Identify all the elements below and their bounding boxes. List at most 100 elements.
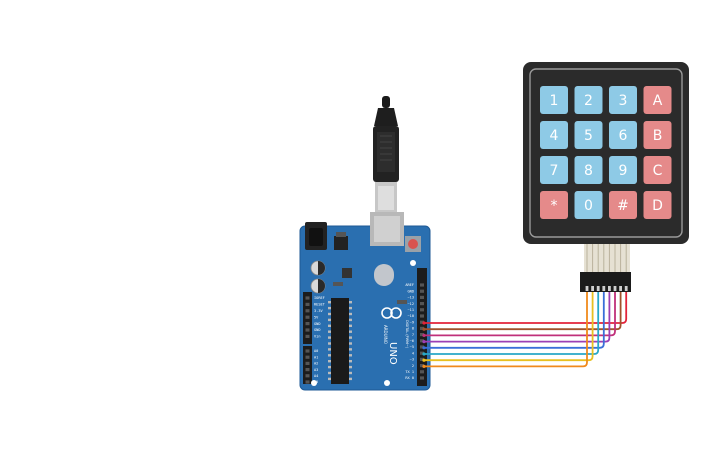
- digital-pin[interactable]: [420, 376, 424, 380]
- digital-pin-label: ~5: [410, 345, 414, 349]
- digital-pin-label: TX 1: [405, 370, 414, 374]
- digital-pin[interactable]: [420, 283, 424, 287]
- analog-pin-label: A2: [314, 362, 318, 366]
- digital-pin[interactable]: [420, 289, 424, 293]
- power-pin[interactable]: [305, 328, 310, 332]
- connector-pin[interactable]: [591, 286, 594, 291]
- digital-pin[interactable]: [420, 333, 424, 337]
- wire[interactable]: [423, 290, 616, 337]
- wire[interactable]: [423, 290, 600, 355]
- digital-pin-label: 2: [412, 364, 414, 368]
- digital-pin[interactable]: [420, 364, 424, 368]
- digital-pin-label: AREF: [405, 283, 414, 287]
- analog-pin[interactable]: [305, 349, 310, 353]
- digital-pin-label: ~6: [410, 339, 414, 343]
- digital-pin[interactable]: [420, 345, 424, 349]
- digital-pin[interactable]: [420, 339, 424, 343]
- arduino-uno-board[interactable]: ARDUINO UNO DIGITAL (PWM~) AREFGND~13~12…: [299, 212, 431, 391]
- power-pin-label: IOREF: [314, 296, 325, 300]
- digital-pin[interactable]: [420, 351, 424, 355]
- key-label: 6: [619, 128, 628, 144]
- analog-pin[interactable]: [305, 374, 310, 378]
- analog-pin-label: A4: [314, 374, 318, 378]
- key-4[interactable]: 4: [540, 121, 568, 149]
- crystal: [374, 264, 394, 286]
- key-label: #: [617, 198, 629, 214]
- key-B[interactable]: B: [643, 121, 672, 149]
- key-label: A: [653, 93, 663, 109]
- power-pin-label: GND: [314, 322, 321, 326]
- jumper-wires[interactable]: [422, 290, 628, 368]
- key-C[interactable]: C: [643, 156, 672, 184]
- keypad-ribbon: [584, 244, 630, 272]
- digital-pin-label: GND: [408, 289, 415, 293]
- microcontroller-chip: [331, 298, 349, 384]
- digital-pin-label: ~12: [408, 302, 415, 306]
- usb-cable[interactable]: [373, 96, 399, 212]
- power-pin[interactable]: [305, 322, 310, 326]
- key-label: 7: [550, 163, 559, 179]
- key-label: B: [653, 128, 663, 144]
- power-pin-label: 5V: [314, 315, 319, 319]
- analog-pin[interactable]: [305, 380, 310, 384]
- key-3[interactable]: 3: [609, 86, 637, 114]
- wire[interactable]: [423, 290, 611, 343]
- wire[interactable]: [423, 290, 622, 331]
- wire-end: [422, 364, 426, 368]
- connector-pin[interactable]: [608, 286, 611, 291]
- digital-pin[interactable]: [420, 295, 424, 299]
- wire[interactable]: [423, 290, 594, 362]
- power-pin-label: RESET: [314, 303, 326, 307]
- digital-pin-label: ~11: [408, 308, 415, 312]
- digital-pin-label: 7: [412, 333, 414, 337]
- brand-label: ARDUINO: [383, 325, 388, 344]
- key-D[interactable]: D: [643, 191, 672, 219]
- key-7[interactable]: 7: [540, 156, 568, 184]
- key-9[interactable]: 9: [609, 156, 637, 184]
- key-2[interactable]: 2: [574, 86, 603, 114]
- digital-pin-label: RX 0: [405, 376, 414, 380]
- wire[interactable]: [423, 290, 588, 368]
- connector-pin[interactable]: [624, 286, 628, 291]
- key-A[interactable]: A: [643, 86, 672, 114]
- digital-pin[interactable]: [420, 302, 424, 306]
- digital-pin[interactable]: [420, 326, 424, 330]
- digital-pin-label: 8: [412, 327, 414, 331]
- wire-end: [422, 346, 426, 350]
- connector-pin[interactable]: [619, 286, 622, 291]
- digital-pin[interactable]: [420, 320, 424, 324]
- power-pin[interactable]: [305, 334, 310, 338]
- wire[interactable]: [423, 290, 605, 349]
- analog-pin[interactable]: [305, 361, 310, 365]
- digital-pin[interactable]: [420, 370, 424, 374]
- digital-label: DIGITAL (PWM~): [405, 320, 409, 349]
- power-pin[interactable]: [305, 315, 310, 319]
- power-pin-label: 3.3V: [314, 309, 323, 313]
- connector-pin[interactable]: [613, 286, 617, 291]
- power-pin-label: Vin: [314, 335, 321, 339]
- connector-pin[interactable]: [602, 286, 606, 291]
- power-pin[interactable]: [305, 296, 310, 300]
- power-pin[interactable]: [305, 309, 310, 313]
- analog-pin[interactable]: [305, 355, 310, 359]
- digital-pin[interactable]: [420, 314, 424, 318]
- key-1[interactable]: 1: [540, 86, 568, 114]
- model-label: UNO: [387, 342, 398, 365]
- key-#[interactable]: #: [609, 191, 637, 219]
- power-pin[interactable]: [305, 302, 310, 306]
- wire[interactable]: [423, 290, 628, 324]
- key-*[interactable]: *: [540, 191, 568, 219]
- key-8[interactable]: 8: [574, 156, 603, 184]
- digital-pin[interactable]: [420, 308, 424, 312]
- analog-pin-label: A1: [314, 355, 318, 359]
- digital-pin[interactable]: [420, 357, 424, 361]
- key-5[interactable]: 5: [574, 121, 603, 149]
- key-0[interactable]: 0: [574, 191, 603, 219]
- analog-pin[interactable]: [305, 368, 310, 372]
- key-label: 1: [550, 93, 559, 109]
- wire-end: [422, 321, 426, 325]
- connector-pin[interactable]: [585, 286, 589, 291]
- connector-pin[interactable]: [596, 286, 600, 291]
- key-6[interactable]: 6: [609, 121, 637, 149]
